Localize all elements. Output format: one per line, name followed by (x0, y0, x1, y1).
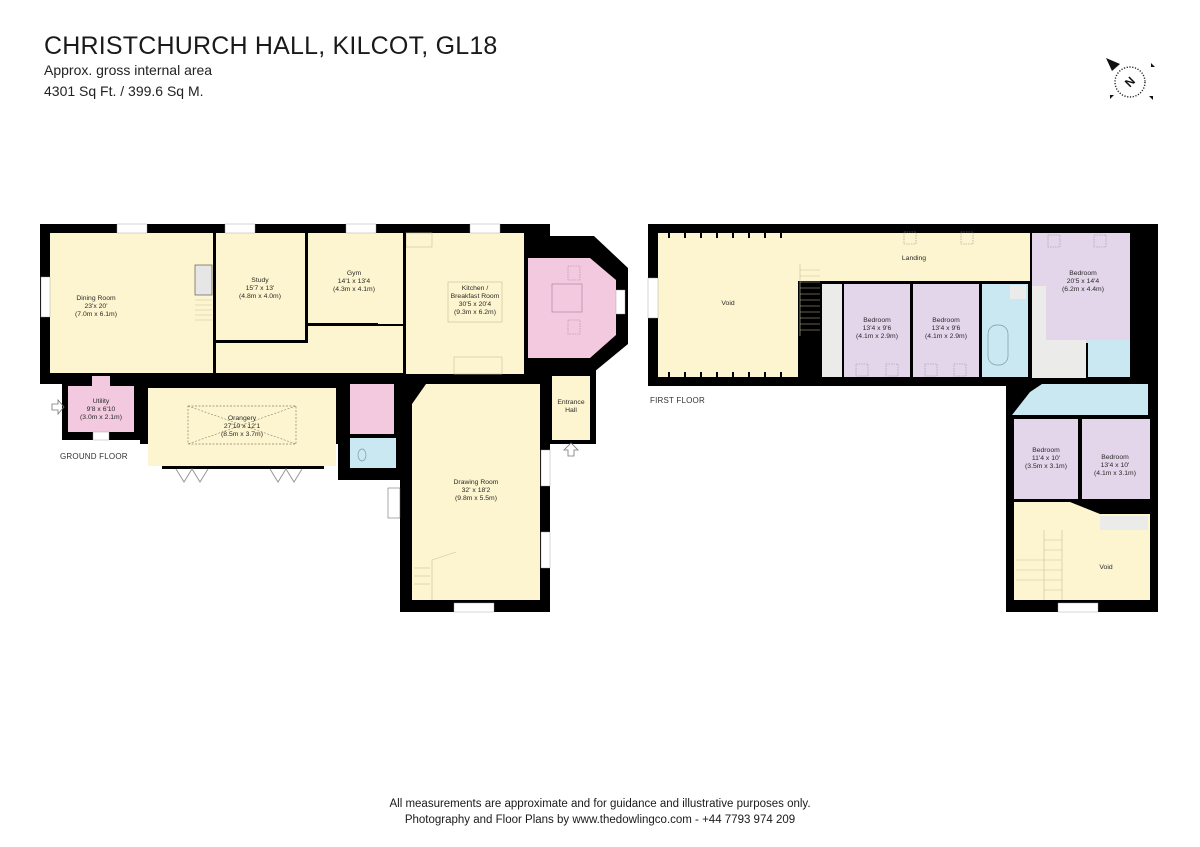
svg-text:15'7 x 13': 15'7 x 13' (246, 285, 275, 292)
svg-text:11'4 x 10': 11'4 x 10' (1032, 455, 1060, 462)
svg-text:Entrance: Entrance (557, 399, 584, 406)
svg-text:Landing: Landing (902, 255, 926, 262)
room-entrance-hall (552, 376, 590, 440)
svg-text:(4.8m x 4.0m): (4.8m x 4.0m) (239, 293, 281, 300)
svg-text:Gym: Gym (347, 270, 362, 277)
svg-text:Hall: Hall (565, 407, 577, 414)
room-bedroom-5 (1082, 419, 1150, 499)
svg-text:27'10 x 12'1: 27'10 x 12'1 (224, 423, 260, 430)
first-floor-label: FIRST FLOOR (650, 396, 705, 405)
svg-text:Bedroom: Bedroom (1101, 454, 1129, 461)
svg-text:Void: Void (721, 300, 734, 307)
svg-text:13'4 x 9'6: 13'4 x 9'6 (863, 325, 892, 332)
svg-text:(8.5m x 3.7m): (8.5m x 3.7m) (221, 431, 263, 438)
room-wc (350, 438, 396, 468)
room-ensuite (1088, 340, 1130, 377)
area-caption: Approx. gross internal area (44, 62, 213, 78)
svg-text:13'4 x 9'6: 13'4 x 9'6 (932, 325, 961, 332)
room-bedroom-1 (844, 284, 910, 377)
property-title: CHRISTCHURCH HALL, KILCOT, GL18 (44, 32, 498, 60)
first-floor-plan: Void Landing Bedroom 13'4 x 9'6 (4.1m x … (647, 224, 1158, 613)
svg-text:(9.8m x 5.5m): (9.8m x 5.5m) (455, 495, 497, 502)
room-bedroom-3 (1032, 233, 1130, 343)
room-landing (798, 233, 1030, 281)
ground-floor-label: GROUND FLOOR (60, 452, 128, 461)
room-kitchen (406, 233, 524, 374)
svg-text:(7.0m x 6.1m): (7.0m x 6.1m) (75, 311, 117, 318)
svg-text:(4.1m x 2.9m): (4.1m x 2.9m) (856, 333, 898, 340)
svg-text:Bedroom: Bedroom (863, 317, 891, 324)
svg-text:13'4 x 10': 13'4 x 10' (1101, 462, 1130, 469)
svg-text:23'x 20': 23'x 20' (84, 303, 107, 310)
svg-text:(6.2m x 4.4m): (6.2m x 4.4m) (1062, 286, 1104, 293)
room-utility (68, 386, 134, 432)
svg-text:(3.0m x 2.1m): (3.0m x 2.1m) (80, 414, 122, 421)
room-study (216, 233, 306, 341)
room-cloak (350, 384, 394, 434)
svg-text:32' x 18'2: 32' x 18'2 (462, 487, 491, 494)
credits-text: Photography and Floor Plans by www.thedo… (404, 814, 796, 826)
room-dining (50, 233, 213, 373)
svg-text:(4.3m x 4.1m): (4.3m x 4.1m) (333, 286, 375, 293)
room-bedroom-4 (1014, 419, 1078, 499)
svg-text:Orangery: Orangery (228, 415, 257, 422)
svg-text:Dining Room: Dining Room (76, 295, 116, 302)
room-gym (308, 233, 404, 324)
svg-text:30'5 x 20'4: 30'5 x 20'4 (459, 301, 492, 308)
svg-text:Bedroom: Bedroom (1069, 270, 1097, 277)
disclaimer-text: All measurements are approximate and for… (389, 798, 811, 810)
svg-text:Kitchen /: Kitchen / (462, 285, 489, 292)
svg-text:(4.1m x 3.1m): (4.1m x 3.1m) (1094, 470, 1136, 477)
svg-text:Bedroom: Bedroom (932, 317, 960, 324)
room-bedroom-2 (913, 284, 979, 377)
room-void-first (658, 233, 798, 377)
svg-text:(4.1m x 2.9m): (4.1m x 2.9m) (925, 333, 967, 340)
room-kitchen-bay (527, 258, 616, 358)
svg-text:Breakfast Room: Breakfast Room (451, 293, 500, 300)
room-bathroom-lower (1012, 384, 1148, 415)
svg-text:Utility: Utility (93, 398, 110, 405)
area-value: 4301 Sq Ft. / 399.6 Sq M. (44, 83, 204, 99)
svg-text:14'1 x 13'4: 14'1 x 13'4 (338, 278, 371, 285)
svg-text:Drawing Room: Drawing Room (454, 479, 499, 486)
room-drawing (412, 384, 540, 600)
svg-text:9'8 x 6'10: 9'8 x 6'10 (87, 406, 116, 413)
ground-floor-plan: Dining Room 23'x 20' (7.0m x 6.1m) Study… (40, 223, 628, 613)
svg-text:Study: Study (251, 277, 269, 284)
svg-text:(9.3m x 6.2m): (9.3m x 6.2m) (454, 309, 496, 316)
north-compass-icon: N (1106, 58, 1155, 100)
svg-text:Void: Void (1099, 564, 1112, 571)
svg-text:(3.5m x 3.1m): (3.5m x 3.1m) (1025, 463, 1067, 470)
svg-text:20'5 x 14'4: 20'5 x 14'4 (1067, 278, 1100, 285)
svg-text:Bedroom: Bedroom (1032, 447, 1060, 454)
